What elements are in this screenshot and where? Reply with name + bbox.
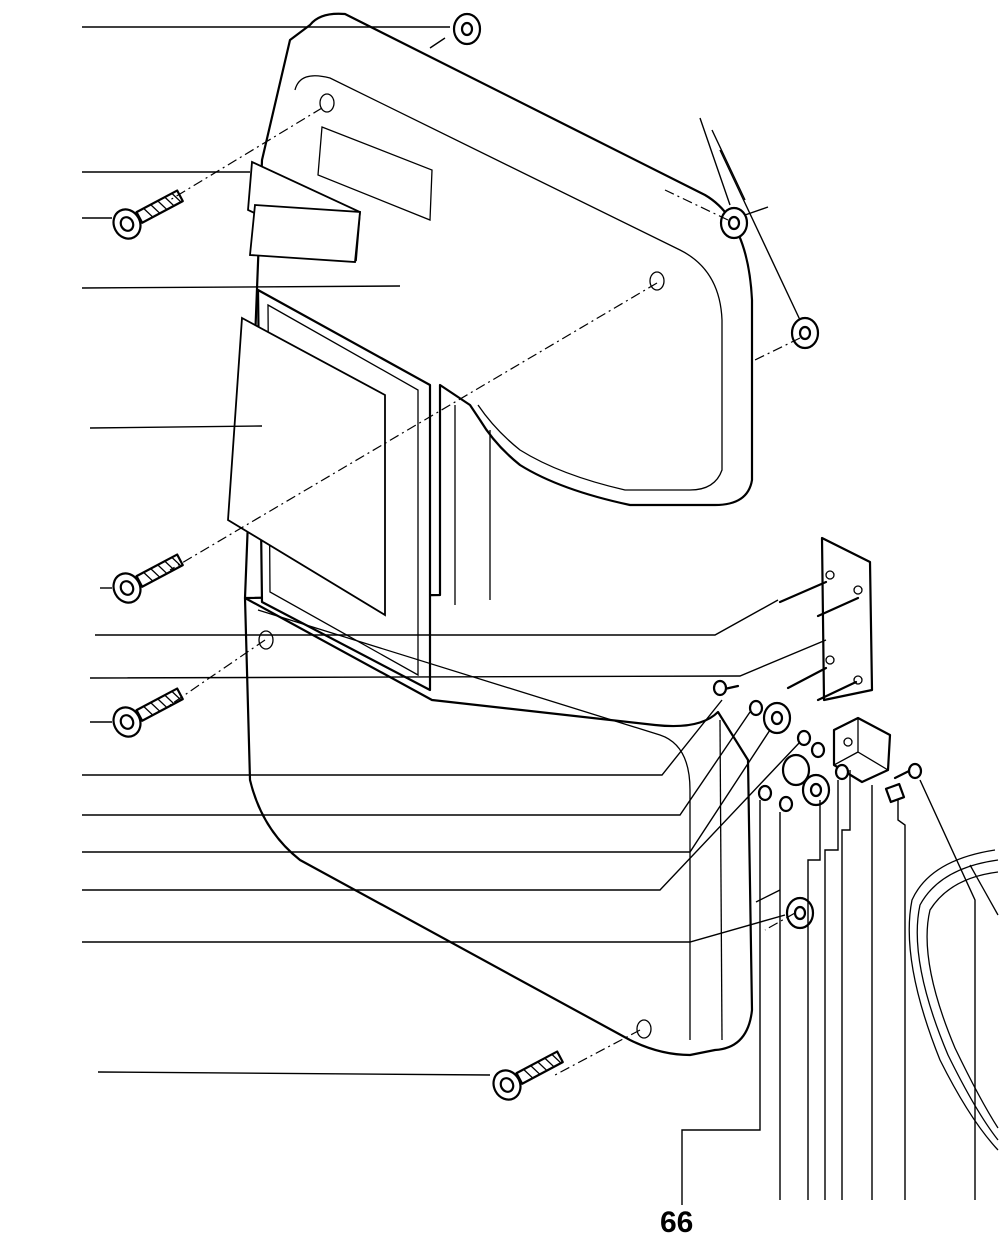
leader-lines: [81, 26, 976, 1205]
washer-lower: [785, 896, 815, 930]
center-lines: [169, 107, 801, 1076]
screw-2: [112, 553, 184, 604]
warning-label-b: [249, 204, 361, 263]
callout-66: 66: [660, 1206, 694, 1239]
mounting-plate: [778, 536, 874, 702]
washer-right: [790, 316, 820, 350]
blade-guide-assembly: [712, 679, 923, 813]
washer-top: [452, 12, 482, 46]
lower-wheel-cover: [243, 596, 754, 1057]
screw-3: [112, 687, 184, 738]
washer-upper-right: [719, 206, 749, 240]
window-label-sheet: [227, 316, 386, 617]
band-blade: [908, 849, 999, 1151]
screw-1: [112, 189, 184, 240]
screw-4: [492, 1050, 564, 1101]
